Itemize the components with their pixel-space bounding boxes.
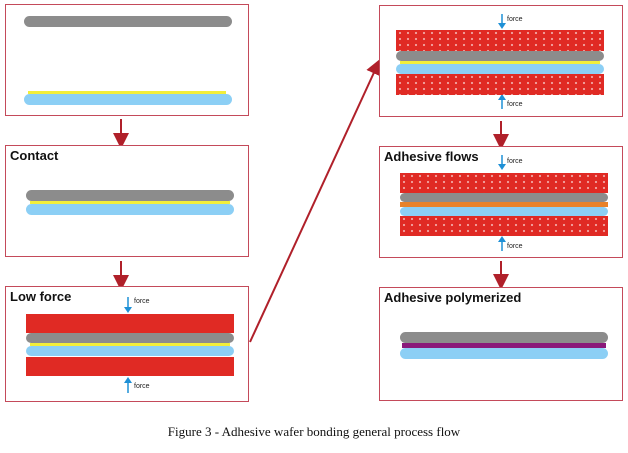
- bottom-wafer: [24, 94, 232, 105]
- force-down-arrowhead: [124, 307, 132, 313]
- adhesive-layer-flowing: [400, 202, 608, 207]
- bottom-wafer: [26, 346, 234, 356]
- adhesive-layer: [28, 91, 226, 94]
- top-wafer: [400, 332, 608, 343]
- force-label-top: force: [507, 158, 523, 165]
- top-wafer: [400, 193, 608, 202]
- figure-caption: Figure 3 - Adhesive wafer bonding genera…: [167, 424, 461, 439]
- force-label-bottom: force: [134, 383, 150, 390]
- top-press-plate: [26, 314, 234, 333]
- step-title: Low force: [10, 289, 72, 304]
- step-adhesive-polymerized-box: Adhesive polymerized: [379, 287, 623, 401]
- top-wafer: [24, 16, 232, 27]
- top-wafer: [26, 333, 234, 343]
- top-press-plate: [396, 30, 604, 51]
- force-down-arrowhead: [498, 23, 506, 29]
- force-up-arrowhead: [124, 377, 132, 383]
- force-arrows: [498, 155, 506, 251]
- top-wafer: [396, 51, 604, 61]
- force-label-top: force: [134, 298, 150, 305]
- force-arrows: [498, 14, 506, 109]
- force-up-arrowhead: [498, 94, 506, 100]
- top-press-plate: [400, 173, 608, 193]
- arrow-low-force-to-high-force: [249, 58, 381, 343]
- step-title: Adhesive polymerized: [384, 290, 522, 305]
- bottom-press-plate: [396, 74, 604, 95]
- step-title: Adhesive flows: [384, 149, 479, 164]
- bottom-press-plate: [400, 216, 608, 236]
- force-down-arrowhead: [498, 164, 506, 170]
- force-label-top: force: [507, 16, 523, 23]
- adhesive-layer: [400, 61, 600, 64]
- force-arrows: [124, 297, 132, 393]
- force-up-arrowhead: [498, 236, 506, 242]
- top-wafer: [26, 190, 234, 201]
- adhesive-layer-polymerized: [402, 343, 606, 348]
- step-initial-box: [5, 4, 249, 116]
- step-contact-box: Contact: [5, 145, 249, 257]
- bottom-wafer: [396, 64, 604, 74]
- force-label-bottom: force: [507, 101, 523, 108]
- force-label-bottom: force: [507, 243, 523, 250]
- bottom-press-plate: [26, 357, 234, 376]
- bottom-wafer: [26, 204, 234, 215]
- step-high-force-box: force force: [379, 5, 623, 117]
- step-title: Contact: [10, 148, 59, 163]
- step-low-force-box: Low force force force: [5, 286, 249, 402]
- bottom-wafer: [400, 207, 608, 216]
- adhesive-layer: [30, 201, 230, 204]
- adhesive-layer: [30, 343, 230, 346]
- step-adhesive-flows-box: Adhesive flows force force: [379, 146, 623, 258]
- bottom-wafer: [400, 348, 608, 359]
